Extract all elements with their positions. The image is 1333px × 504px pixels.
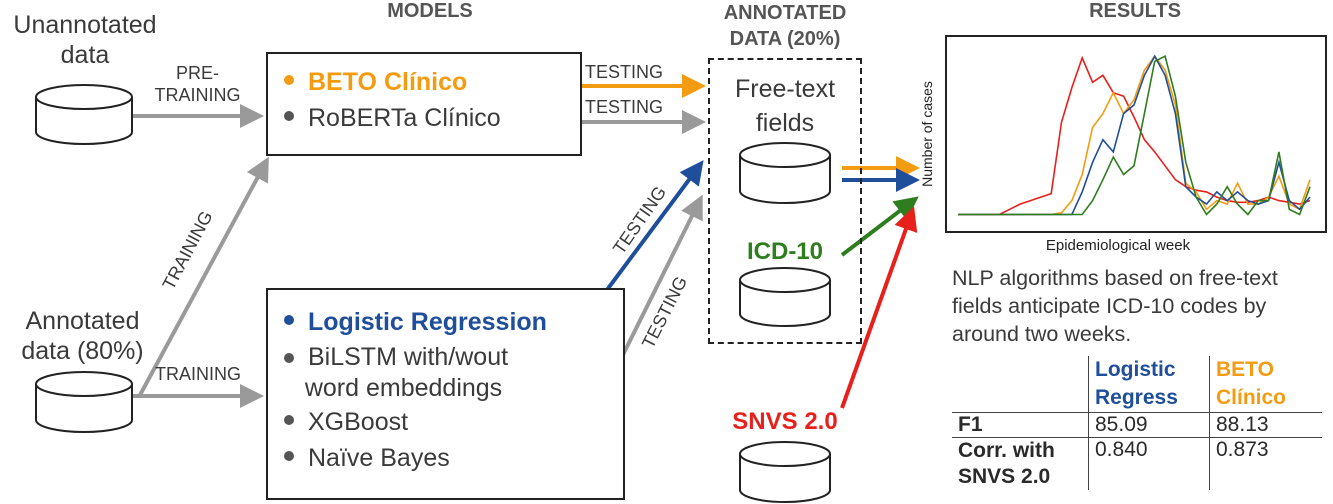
- model-item-logistic-regression: Logistic Regression: [284, 308, 547, 342]
- top-models-list: BETO Clínico RoBERTa Clínico: [284, 68, 501, 140]
- model-item-roberta: RoBERTa Clínico: [284, 104, 501, 140]
- bullet-icon: [284, 75, 294, 86]
- chart-x-axis-label: Epidemiological week: [1046, 237, 1191, 254]
- bullet-icon: [284, 111, 294, 122]
- pretraining-label: PRE- TRAINING: [154, 63, 241, 105]
- training-up-arrow: [138, 156, 269, 396]
- chart-series-group: [958, 54, 1311, 216]
- annotated-data-box: [708, 58, 862, 344]
- cell-f1-logistic: 85.09: [1088, 412, 1210, 438]
- results-table-wrapper: Logistic Regress BETO Clínico F1 85.09 8…: [952, 356, 1322, 490]
- bottom-models-box: Logistic Regression BiLSTM with/wout wor…: [266, 288, 625, 500]
- unannotated-data-label: Unannotated data: [13, 11, 157, 69]
- logreg-testing-arrow: [596, 160, 704, 304]
- model-item-naive-bayes: Naïve Bayes: [284, 444, 547, 480]
- top-models-box: BETO Clínico RoBERTa Clínico: [266, 52, 582, 156]
- table-row: Corr. with SNVS 2.0 0.840 0.873: [952, 437, 1322, 490]
- chart-series-line-3: [958, 55, 1311, 216]
- model-item-xgboost: XGBoost: [284, 408, 547, 444]
- roberta-testing-label: TESTING: [585, 97, 664, 117]
- models-header: MODELS: [387, 0, 473, 22]
- bullet-icon: [284, 353, 294, 363]
- results-corner-cell: [952, 356, 1089, 413]
- unannotated-db-icon: [35, 84, 133, 145]
- row-label-f1: F1: [952, 412, 1089, 438]
- model-item-bilstm: BiLSTM with/wout word embeddings: [284, 342, 547, 408]
- annotated-data-label: Annotated data (80%): [21, 307, 144, 365]
- annotated-data-header: ANNOTATED DATA (20%): [723, 2, 847, 50]
- epidemiological-chart: Epidemiological week Number of cases: [918, 34, 1328, 269]
- col-header-beto: BETO Clínico: [1209, 356, 1322, 413]
- free-text-db-icon: [739, 142, 831, 204]
- annotated-db-icon: [35, 371, 133, 433]
- chart-frame: [945, 35, 1327, 233]
- cell-corr-logistic: 0.840: [1088, 437, 1210, 490]
- row-label-corr: Corr. with SNVS 2.0: [952, 437, 1089, 490]
- table-row: F1 85.09 88.13: [952, 412, 1322, 438]
- results-header: RESULTS: [1089, 0, 1181, 22]
- bullet-icon: [284, 451, 294, 462]
- icd10-db-icon: [739, 267, 831, 327]
- icd10-label: ICD-10: [746, 238, 824, 265]
- results-table-header-row: Logistic Regress BETO Clínico: [952, 356, 1322, 413]
- cell-f1-beto: 88.13: [1209, 412, 1322, 438]
- beto-testing-label: TESTING: [585, 62, 664, 82]
- col-header-logistic: Logistic Regress: [1088, 356, 1210, 413]
- training-right-label: TRAINING: [155, 364, 242, 384]
- results-table: Logistic Regress BETO Clínico F1 85.09 8…: [952, 356, 1322, 490]
- free-text-fields-label: Free-text fields: [734, 75, 836, 137]
- bullet-icon: [284, 315, 294, 326]
- cell-corr-beto: 0.873: [1209, 437, 1322, 490]
- chart-svg: Epidemiological week Number of cases: [919, 35, 1327, 254]
- chart-y-axis-label: Number of cases: [919, 81, 935, 187]
- conclusion-text: NLP algorithms based on free-text fields…: [952, 266, 1278, 346]
- red-result-arrow: [840, 206, 918, 409]
- snvs-label: SNVS 2.0: [732, 408, 838, 435]
- bullet-icon: [284, 415, 294, 426]
- bottom-models-list: Logistic Regression BiLSTM with/wout wor…: [284, 308, 547, 480]
- model-item-beto: BETO Clínico: [284, 68, 501, 104]
- snvs-db-icon: [739, 441, 831, 503]
